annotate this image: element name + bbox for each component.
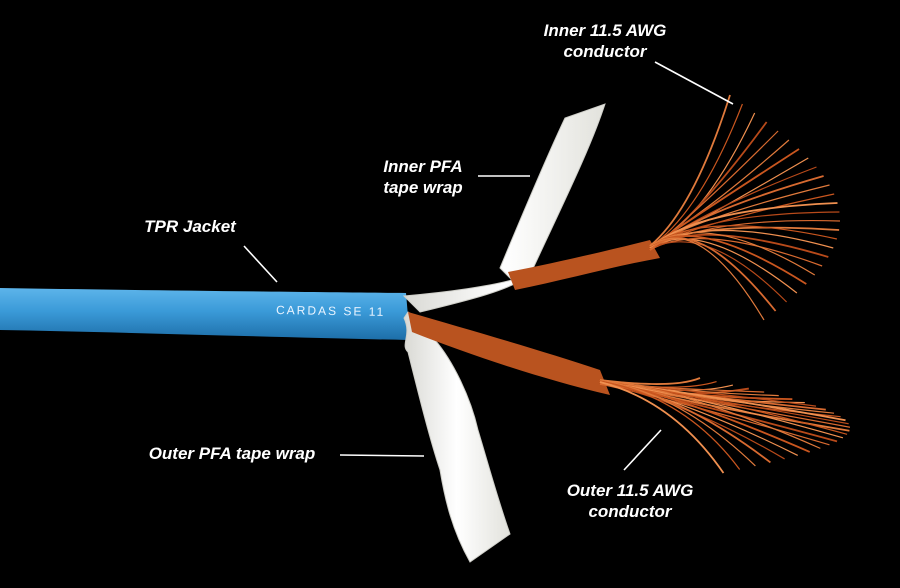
- label-inner-tape-line2: tape wrap: [383, 178, 463, 197]
- label-jacket: TPR Jacket: [125, 216, 255, 237]
- outer-tape-wrap: [403, 311, 511, 563]
- outer-copper-strand: [599, 381, 725, 474]
- leader-inner-conductor: [654, 61, 734, 105]
- inner-copper-strand: [649, 237, 777, 312]
- tpr-jacket: [0, 288, 410, 340]
- label-inner-tape: Inner PFA tape wrap: [368, 156, 478, 198]
- label-outer-conductor: Outer 11.5 AWG conductor: [545, 480, 715, 522]
- label-inner-conductor-line2: conductor: [563, 42, 647, 61]
- outer-copper-strand: [599, 379, 821, 449]
- inner-copper-strand: [649, 241, 788, 303]
- outer-copper-strand: [599, 380, 811, 453]
- inner-copper-strand: [649, 148, 800, 248]
- outer-copper-strand: [599, 380, 741, 470]
- leader-jacket: [243, 245, 278, 283]
- inner-conductor-strands: [649, 94, 841, 321]
- label-jacket-line1: TPR Jacket: [144, 217, 236, 236]
- outer-copper-strand: [599, 379, 756, 467]
- inner-copper-strand: [649, 103, 743, 248]
- inner-conductor-bundle: [508, 240, 660, 290]
- inner-copper-strand: [649, 94, 731, 247]
- label-outer-conductor-line1: Outer 11.5 AWG: [566, 481, 694, 500]
- label-inner-tape-line1: Inner PFA: [383, 157, 463, 176]
- label-inner-conductor-line1: Inner 11.5 AWG: [543, 21, 667, 40]
- inner-tape-wrap: [402, 103, 606, 313]
- outer-copper-strand: [599, 380, 848, 435]
- outer-conductor-strands: [599, 377, 851, 474]
- inner-copper-strand: [649, 238, 823, 267]
- leader-outer-tape: [339, 454, 425, 457]
- label-outer-tape: Outer PFA tape wrap: [126, 443, 338, 464]
- inner-copper-strand: [649, 237, 765, 321]
- outer-conductor-bundle: [408, 312, 610, 395]
- cable-print-text: CARDAS SE 11: [276, 303, 385, 319]
- label-outer-conductor-line2: conductor: [588, 502, 672, 521]
- label-outer-tape-line1: Outer PFA tape wrap: [148, 444, 316, 463]
- leader-outer-conductor: [623, 429, 662, 471]
- label-inner-conductor: Inner 11.5 AWG conductor: [520, 20, 690, 62]
- outer-copper-strand: [599, 383, 771, 464]
